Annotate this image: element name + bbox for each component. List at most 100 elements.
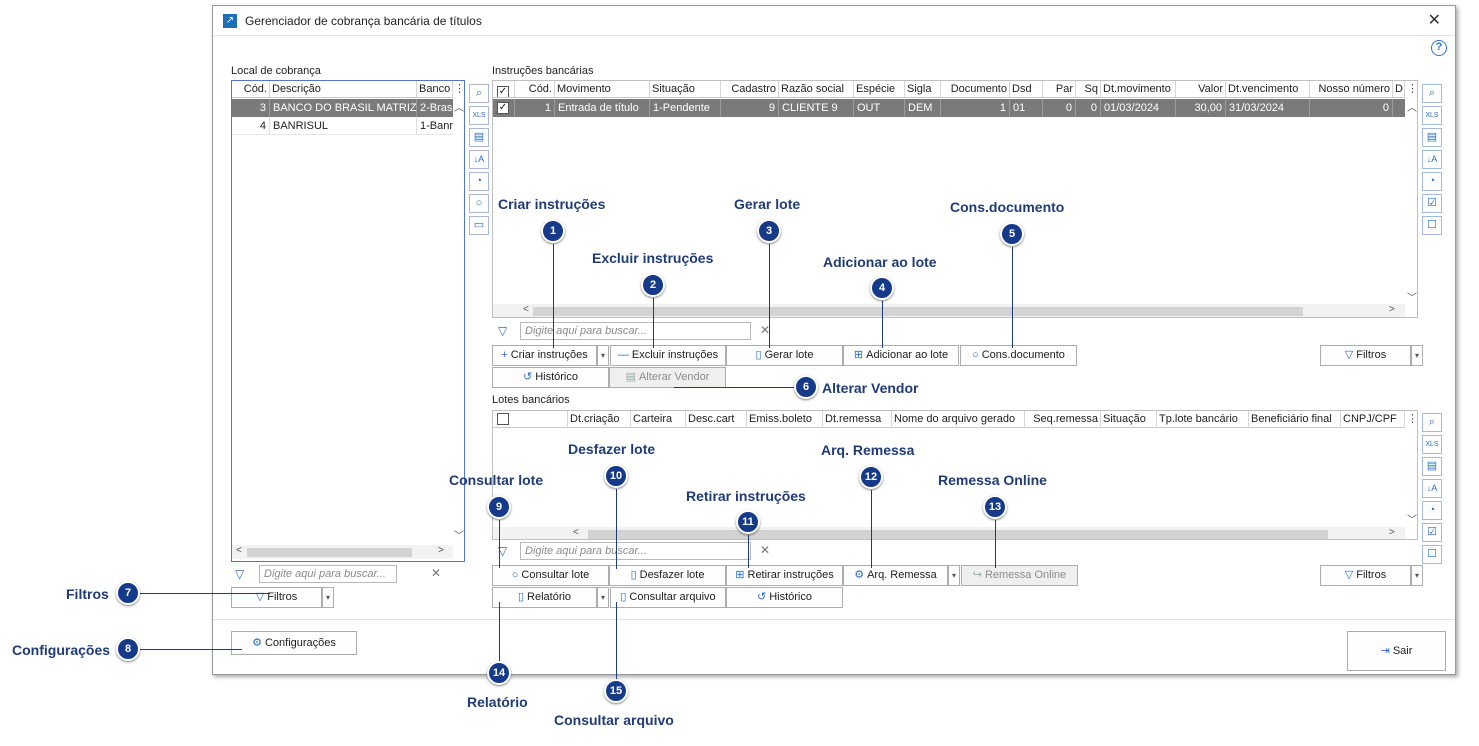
row-checkbox[interactable]: ✓: [493, 99, 515, 117]
scroll-right-icon[interactable]: >: [438, 545, 444, 556]
sair-button[interactable]: ⇥Sair: [1347, 631, 1446, 671]
select-all-checkbox[interactable]: ✓: [493, 81, 515, 98]
remessa-online-button[interactable]: ↪Remessa Online: [961, 565, 1078, 586]
col-dsd[interactable]: Dsd: [1010, 81, 1043, 98]
binoculars-icon[interactable]: ⌕: [1422, 413, 1442, 432]
scroll-left-icon[interactable]: <: [523, 304, 529, 315]
local-filtros-dropdown[interactable]: ▾: [322, 587, 334, 608]
consultar-arquivo-button[interactable]: ▯Consultar arquivo: [610, 587, 726, 608]
sort-icon[interactable]: ↓A: [1422, 479, 1442, 498]
col-cod[interactable]: Cód.: [515, 81, 555, 98]
scroll-left-icon[interactable]: <: [573, 527, 579, 538]
retirar-instrucoes-button[interactable]: ⊞Retirar instruções: [726, 565, 843, 586]
criar-instrucoes-dropdown[interactable]: ▾: [597, 345, 609, 366]
col-situacao[interactable]: Situação: [650, 81, 721, 98]
col-nome-arquivo[interactable]: Nome do arquivo gerado: [892, 411, 1025, 428]
select-all-checkbox[interactable]: [493, 411, 568, 428]
col-sigla[interactable]: Sigla: [905, 81, 941, 98]
search-input[interactable]: Digite aqui para buscar...: [520, 542, 751, 560]
alterar-vendor-button[interactable]: ▤Alterar Vendor: [609, 367, 726, 388]
scroll-right-icon[interactable]: >: [1389, 527, 1395, 538]
binoculars-icon[interactable]: ⌕: [1422, 84, 1442, 103]
adicionar-ao-lote-button[interactable]: ⊞Adicionar ao lote: [843, 345, 959, 366]
check-all-icon[interactable]: ☑: [1422, 194, 1442, 213]
col-tp-lote[interactable]: Tp.lote bancário: [1157, 411, 1249, 428]
xls-export-icon[interactable]: XLS: [469, 106, 489, 125]
col-valor[interactable]: Valor: [1176, 81, 1226, 98]
consultar-lote-button[interactable]: ○Consultar lote: [492, 565, 609, 586]
column-menu-icon[interactable]: ⋮: [454, 83, 465, 95]
uncheck-all-icon[interactable]: ☐: [1422, 216, 1442, 235]
instrucoes-filtros-button[interactable]: ▽Filtros: [1320, 345, 1411, 366]
col-cadastro[interactable]: Cadastro: [721, 81, 779, 98]
column-menu-icon[interactable]: ⋮: [1407, 413, 1418, 425]
clear-search-icon[interactable]: ✕: [431, 566, 442, 580]
layout-icon[interactable]: ▤: [469, 128, 489, 147]
scroll-left-icon[interactable]: <: [236, 545, 242, 556]
clear-search-icon[interactable]: ✕: [760, 323, 771, 337]
arq-remessa-button[interactable]: ⚙Arq. Remessa: [843, 565, 948, 586]
horizontal-scrollbar[interactable]: [493, 304, 1405, 317]
palette-icon[interactable]: ◔: [1422, 172, 1442, 191]
col-razao-social[interactable]: Razão social: [779, 81, 854, 98]
print-icon[interactable]: ▭: [469, 216, 489, 235]
configuracoes-button[interactable]: ⚙Configurações: [231, 631, 357, 655]
col-sq[interactable]: Sq: [1076, 81, 1101, 98]
table-row[interactable]: ✓ 1 Entrada de título 1-Pendente 9 CLIEN…: [493, 99, 1405, 117]
col-desc-cart[interactable]: Desc.cart: [686, 411, 747, 428]
local-filtros-button[interactable]: ▽Filtros: [231, 587, 322, 608]
uncheck-all-icon[interactable]: ☐: [1422, 545, 1442, 564]
cons-documento-button[interactable]: ○Cons.documento: [960, 345, 1077, 366]
horizontal-scrollbar[interactable]: [232, 545, 453, 559]
search-icon[interactable]: ○: [469, 194, 489, 213]
lotes-filtros-button[interactable]: ▽Filtros: [1320, 565, 1411, 586]
criar-instrucoes-button[interactable]: +Criar instruções: [492, 345, 597, 366]
col-nosso-numero[interactable]: Nosso número: [1310, 81, 1393, 98]
col-descricao[interactable]: Descrição: [270, 81, 417, 98]
help-icon[interactable]: ?: [1431, 40, 1447, 56]
col-situacao[interactable]: Situação: [1101, 411, 1157, 428]
excluir-instrucoes-button[interactable]: —Excluir instruções: [610, 345, 726, 366]
relatorio-dropdown[interactable]: ▾: [597, 587, 609, 608]
sort-icon[interactable]: ↓A: [1422, 150, 1442, 169]
col-par[interactable]: Par: [1043, 81, 1076, 98]
col-cnpj-cpf[interactable]: CNPJ/CPF: [1341, 411, 1405, 428]
table-row[interactable]: 3 BANCO DO BRASIL MATRIZ 2-Brasi: [232, 99, 453, 117]
col-d[interactable]: D: [1393, 81, 1405, 98]
col-dt-movimento[interactable]: Dt.movimento: [1101, 81, 1176, 98]
search-input[interactable]: Digite aqui para buscar...: [520, 322, 751, 340]
col-dt-remessa[interactable]: Dt.remessa: [823, 411, 892, 428]
table-row[interactable]: 4 BANRISUL 1-Banri: [232, 117, 453, 135]
column-menu-icon[interactable]: ⋮: [1407, 83, 1418, 95]
layout-icon[interactable]: ▤: [1422, 128, 1442, 147]
instrucoes-filtros-dropdown[interactable]: ▾: [1411, 345, 1423, 366]
col-dt-vencimento[interactable]: Dt.vencimento: [1226, 81, 1310, 98]
arq-remessa-dropdown[interactable]: ▾: [948, 565, 960, 586]
col-seq-remessa[interactable]: Seq.remessa: [1025, 411, 1101, 428]
horizontal-scrollbar[interactable]: [493, 527, 1405, 539]
scroll-down-icon[interactable]: ﹀: [1407, 293, 1417, 304]
desfazer-lote-button[interactable]: ▯Desfazer lote: [609, 565, 726, 586]
col-carteira[interactable]: Carteira: [631, 411, 686, 428]
lotes-historico-button[interactable]: ↺Histórico: [726, 587, 843, 608]
xls-export-icon[interactable]: XLS: [1422, 106, 1442, 125]
col-cod[interactable]: Cód.: [232, 81, 270, 98]
scroll-up-icon[interactable]: ︿: [454, 103, 464, 114]
col-movimento[interactable]: Movimento: [555, 81, 650, 98]
gerar-lote-button[interactable]: ▯Gerar lote: [726, 345, 843, 366]
sort-icon[interactable]: ↓A: [469, 150, 489, 169]
historico-button[interactable]: ↺Histórico: [492, 367, 609, 388]
layout-icon[interactable]: ▤: [1422, 457, 1442, 476]
relatorio-button[interactable]: ▯Relatório: [492, 587, 597, 608]
search-input[interactable]: Digite aqui para buscar...: [259, 565, 397, 583]
scroll-up-icon[interactable]: ︿: [1407, 103, 1417, 114]
col-beneficiario[interactable]: Beneficiário final: [1249, 411, 1341, 428]
palette-icon[interactable]: ◔: [469, 172, 489, 191]
palette-icon[interactable]: ◔: [1422, 501, 1442, 520]
scroll-right-icon[interactable]: >: [1389, 304, 1395, 315]
col-emiss-boleto[interactable]: Emiss.boleto: [747, 411, 823, 428]
binoculars-icon[interactable]: ⌕: [469, 84, 489, 103]
xls-export-icon[interactable]: XLS: [1422, 435, 1442, 454]
col-documento[interactable]: Documento: [941, 81, 1010, 98]
close-button[interactable]: ✕: [1427, 12, 1441, 29]
